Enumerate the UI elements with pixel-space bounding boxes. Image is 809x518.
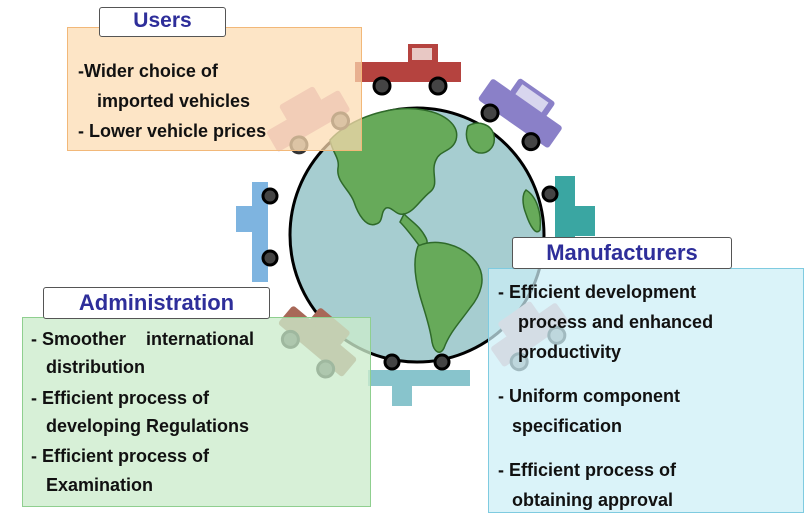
administration-title: Administration xyxy=(43,287,270,319)
manufacturers-item: specification xyxy=(512,416,623,436)
administration-panel xyxy=(22,317,371,507)
users-title: Users xyxy=(99,7,226,37)
users-panel xyxy=(67,27,362,151)
manufacturers-item: obtaining approval xyxy=(512,490,674,510)
administration-item: Examination xyxy=(46,475,154,495)
users-item: imported vehicles xyxy=(97,91,251,111)
administration-item: - Smoother international xyxy=(31,329,255,349)
administration-item: - Efficient process of xyxy=(31,446,210,466)
manufacturers-item: productivity xyxy=(518,342,622,362)
manufacturers-panel xyxy=(488,268,804,513)
administration-item: distribution xyxy=(46,357,145,377)
manufacturers-item: - Uniform component xyxy=(498,386,680,406)
users-item: - Lower vehicle prices xyxy=(78,121,267,141)
manufacturers-item: process and enhanced xyxy=(518,312,714,332)
manufacturers-item: - Efficient process of xyxy=(498,460,677,480)
users-item: -Wider choice of xyxy=(78,61,218,81)
administration-item: developing Regulations xyxy=(46,416,250,436)
globe-icon xyxy=(288,106,546,364)
pickup-truck-icon xyxy=(355,44,461,96)
pickup-truck-icon xyxy=(368,353,470,406)
pickup-truck-icon xyxy=(236,182,279,282)
administration-item: - Efficient process of xyxy=(31,388,210,408)
manufacturers-item: - Efficient development xyxy=(498,282,697,302)
manufacturers-title: Manufacturers xyxy=(512,237,732,269)
car-icon xyxy=(478,78,562,152)
